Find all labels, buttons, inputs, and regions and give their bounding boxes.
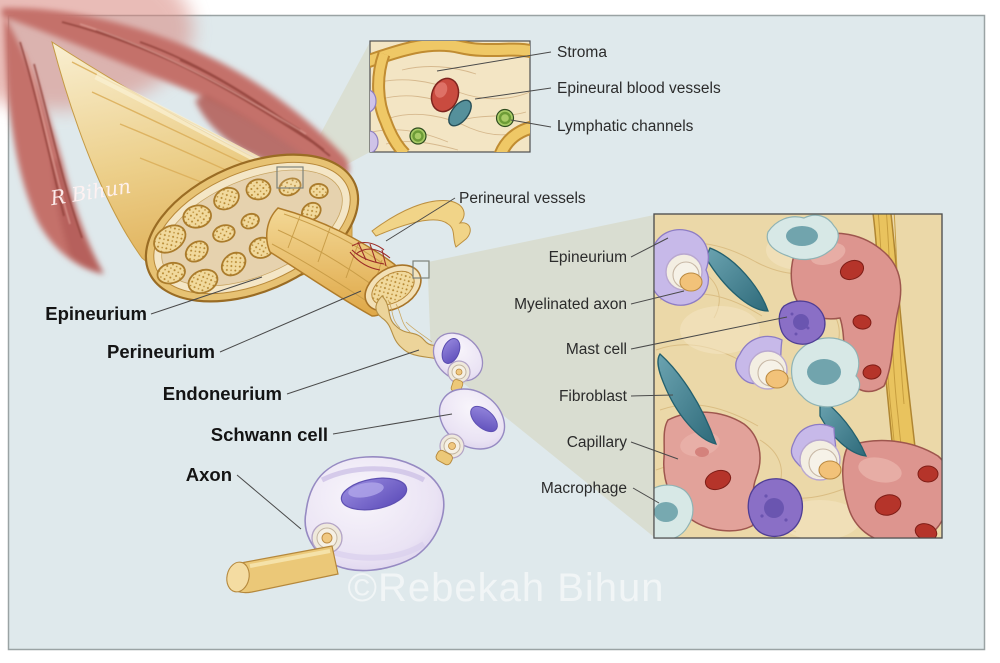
epineurium-ribbon: [371, 200, 471, 248]
mast-cell: [747, 300, 826, 537]
red-blood-cells: [695, 259, 939, 538]
label-schwann-cell: Schwann cell: [210, 424, 328, 445]
schwann-cell-chain: [226, 332, 506, 594]
right-inset: [653, 213, 943, 539]
zoom-marker-right-inset: [412, 260, 430, 279]
label-capillary: Capillary: [566, 434, 627, 451]
fibroblast: [657, 247, 868, 457]
label-epineural-blood-vessels: Epineural blood vessels: [557, 80, 721, 97]
label-inset-epineurium: Epineurium: [548, 249, 627, 266]
axon-cylinder: [226, 545, 339, 594]
label-endoneurium: Endoneurium: [162, 383, 282, 404]
label-lymphatic-channels: Lymphatic channels: [557, 118, 694, 135]
label-macrophage: Macrophage: [540, 480, 627, 497]
myelinated-axon: [654, 229, 842, 481]
label-perineural-vessels: Perineural vessels: [459, 190, 586, 207]
top-inset: [369, 40, 531, 153]
perineural-vessels: [349, 241, 391, 271]
edge-axon: [370, 89, 377, 113]
label-fibroblast: Fibroblast: [558, 388, 627, 405]
leader-lines: [150, 51, 788, 530]
lymphatic-channel: [409, 108, 515, 145]
zoom-marker-top-inset: [276, 166, 304, 189]
edge-axon: [370, 130, 379, 152]
copyright-watermark: ©Rebekah Bihun: [347, 566, 665, 610]
label-myelinated-axon: Myelinated axon: [514, 296, 627, 313]
label-mast-cell: Mast cell: [565, 341, 627, 358]
macrophage: [654, 214, 861, 538]
blood-vessel-teal: [448, 99, 472, 127]
label-epineurium: Epineurium: [45, 303, 147, 324]
label-stroma: Stroma: [557, 44, 607, 61]
label-perineurium: Perineurium: [107, 341, 215, 362]
label-axon: Axon: [185, 464, 232, 485]
